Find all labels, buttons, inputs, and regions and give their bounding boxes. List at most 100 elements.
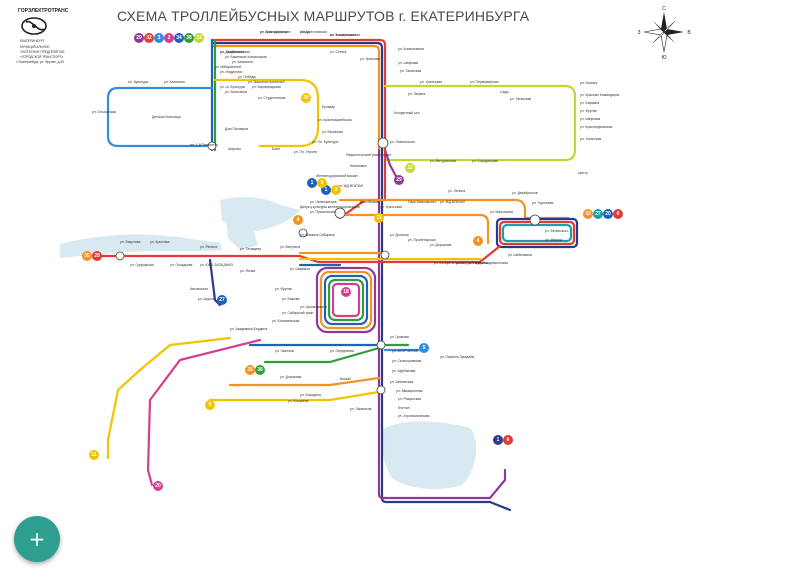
stop-label: Центр <box>578 171 588 175</box>
stop-label: ул. Маркса <box>545 238 562 242</box>
river-west <box>60 234 222 258</box>
stop-label: ул. Донбасская <box>220 50 244 54</box>
stop-label: ул. Донская <box>390 233 409 237</box>
stop-label: ул. Ломоносова <box>390 140 415 144</box>
route-number: 28 <box>94 253 100 259</box>
route-number: 2 <box>168 35 171 41</box>
stop-label: Бульвар <box>322 105 335 109</box>
route-number-badge <box>301 93 311 103</box>
stop-label: ул. Чкалова <box>275 349 294 353</box>
route-number-badge <box>255 365 265 375</box>
stop-label: ул. Восстания <box>225 90 247 94</box>
route-number: 34 <box>176 35 182 41</box>
route-sw-yellow <box>106 336 232 460</box>
stop-label: Фонтан <box>398 406 410 410</box>
interchange-rings <box>115 137 541 395</box>
add-button[interactable]: + <box>14 516 60 562</box>
route-number-badge <box>245 365 255 375</box>
interchange-3 <box>334 207 346 219</box>
route-badge-group: 18 <box>341 287 351 297</box>
route-number-badge <box>82 251 92 261</box>
route-number-badge <box>613 209 623 219</box>
route-number: 20 <box>605 211 611 217</box>
route-number-badge <box>184 33 194 43</box>
stop-label: ул. Челюскинцев <box>310 200 337 204</box>
stop-label: ул. Ботаническая <box>272 319 299 323</box>
route-trunk-navy <box>210 41 384 152</box>
interchange-8 <box>376 340 386 350</box>
route-number-badge <box>89 450 99 460</box>
stop-label: ул. Косарева <box>288 399 308 403</box>
stop-label: ул. Дагестанская <box>300 30 327 34</box>
route-badge-group: 22 <box>405 163 415 173</box>
route-number: 27 <box>219 297 225 303</box>
interchange-7 <box>115 251 125 261</box>
route-number-badge <box>194 33 204 43</box>
stop-label: ул. ЖД ВОКЗАЛ <box>440 200 465 204</box>
stop-label: Дворец культуры железнодорожников <box>300 205 360 209</box>
route-badge-group: 27 <box>217 295 227 305</box>
compass-e: В <box>687 30 691 36</box>
stop-label: ул. Благодатская <box>260 30 287 34</box>
stop-label: Педагогический университет <box>346 153 392 157</box>
stop-label: ул. Фрунзе <box>275 287 292 291</box>
route-badge-group: 4 <box>473 236 483 246</box>
page-title: СХЕМА ТРОЛЛЕЙБУСНЫХ МАРШРУТОВ г. ЕКАТЕРИ… <box>117 7 530 24</box>
stop-label: ул. Машиностроителей <box>248 80 285 84</box>
route-lines <box>96 38 579 512</box>
route-number: 3 <box>158 35 161 41</box>
route-number-badge <box>503 435 513 445</box>
stop-label: Калиновка <box>350 164 367 168</box>
route-number: 9 <box>209 402 212 408</box>
stop-label: ул. Избирателей <box>215 65 241 69</box>
route-number-badge <box>174 33 184 43</box>
interchange-4 <box>298 228 308 238</box>
river-branch <box>225 205 258 250</box>
stop-label: ул. Гагарина <box>468 261 488 265</box>
stop-label: ул. Шейнкмана <box>508 253 532 257</box>
route-number-badge <box>374 213 384 223</box>
route-number-badge <box>583 209 593 219</box>
route-number: 1 <box>497 437 500 443</box>
route-number: 32 <box>146 35 152 41</box>
route-number-badge <box>394 175 404 185</box>
stop-label: ул. Бородина <box>300 393 321 397</box>
logo-sub: ЕКАТЕРИНБУРГ <box>20 39 45 43</box>
stop-label: ул. Красных Командиров <box>580 93 619 97</box>
stop-label: ул. Таганская <box>580 137 601 141</box>
stop-label: ул. Ватутина <box>280 245 300 249</box>
interchange-2 <box>377 137 389 149</box>
stop-label: ул. Ш. Культуры <box>220 85 246 89</box>
route-number-badge <box>164 33 174 43</box>
route-number-badge <box>331 185 341 195</box>
route-number: 4 <box>477 238 480 244</box>
route-number: 32 <box>585 211 591 217</box>
stop-label: ул. Щорса <box>198 297 214 301</box>
stop-label: ул. Вилонова <box>322 130 343 134</box>
stop-label: ул. Ленина <box>408 92 425 96</box>
route-ring-blue <box>323 274 369 326</box>
stop-label: ул. Краснофлотцев <box>260 30 291 34</box>
route-number-badge <box>493 435 503 445</box>
stop-label: ул. Фрунзе <box>580 109 597 113</box>
route-east-orange-2 <box>338 213 490 245</box>
stop-label: Концертный зал <box>394 111 419 115</box>
route-purple-branch <box>383 148 400 182</box>
logo: ГОРЭЛЕКТРОТРАНС ЕКАТЕРИНБУРГ МУНИЦИПАЛЬН… <box>16 8 69 64</box>
route-badge-group: 11 <box>89 450 99 460</box>
route-loop-yellow <box>213 78 320 148</box>
stop-label: Железнодорожный вокзал <box>316 174 358 178</box>
stop-label: ул. Агрономическая <box>398 414 430 418</box>
route-number-badge <box>205 400 215 410</box>
stop-label: пл. Коммунаров <box>330 33 355 37</box>
route-trunk-red <box>210 38 387 152</box>
route-number: 9 <box>321 180 324 186</box>
route-number-badge <box>144 33 154 43</box>
stop-label: ул. Пролетарская <box>408 238 436 242</box>
stop-label: ул. Уральская <box>380 205 402 209</box>
route-center-purple <box>377 148 492 500</box>
